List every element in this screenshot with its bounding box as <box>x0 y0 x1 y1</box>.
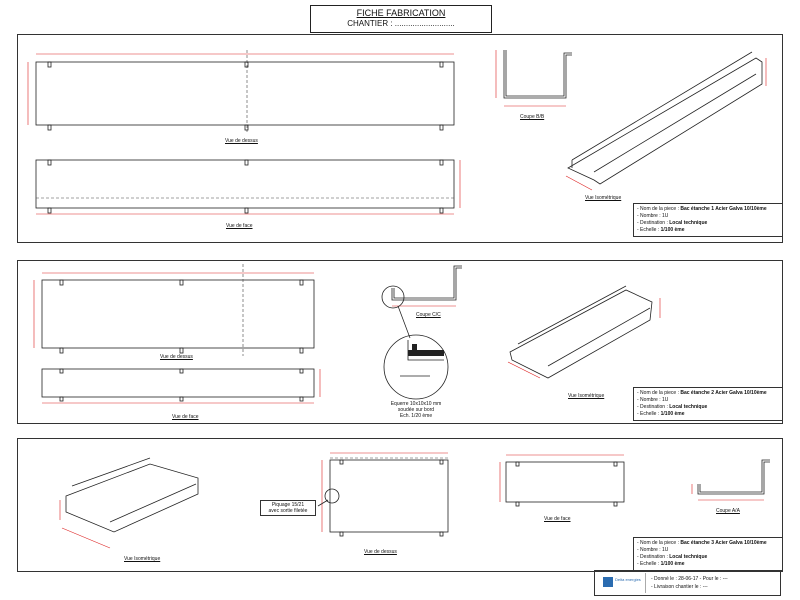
info-quantity: - Nombre : 1U <box>637 397 669 403</box>
sheet3-iso-drawing <box>59 457 199 549</box>
sheet3-info-block: - Nom de la piece : Bac étanche 3 Acier … <box>633 537 783 571</box>
company-logo: Delta energies <box>597 573 646 593</box>
sheet1-iso-label: Vue Isométrique <box>585 195 622 201</box>
footer-date-line: - Donné le : 28-06-17 - Pour le : --- <box>651 576 728 582</box>
info-scale-label: - Echelle : <box>637 561 660 567</box>
info-destination-value: Local technique <box>669 554 708 560</box>
page-title: FICHE FABRICATION <box>356 8 446 18</box>
sheet2-front-view-label: Vue de face <box>172 414 199 420</box>
sheet3-section-drawing <box>691 459 770 501</box>
info-destination-value: Local technique <box>669 220 708 226</box>
footer-delivery-line: - Livraison chantier le : --- <box>651 584 708 590</box>
sheet3-iso-label: Vue Isométrique <box>124 556 161 562</box>
sheet2-section-label: Coupe C/C <box>416 312 441 318</box>
sheet2-iso-drawing <box>507 285 661 379</box>
info-scale-value: 1/100 ème <box>660 227 685 233</box>
sheet2-iso-label: Vue Isométrique <box>568 393 605 399</box>
info-quantity: - Nombre : 1U <box>637 213 669 219</box>
sheet1-front-view-label: Vue de face <box>226 223 253 229</box>
info-scale-value: 1/100 ème <box>660 411 685 417</box>
logo-text: Delta energies <box>615 577 641 582</box>
sheet3-top-view-label: Vue de dessus <box>364 549 397 555</box>
info-name-value: Bac étanche 2 Acier Galva 10/10ème <box>680 390 767 396</box>
footer-block: Delta energies - Donné le : 28-06-17 - P… <box>594 570 781 596</box>
sheet2-front-view-drawing <box>41 368 321 404</box>
footer-text: - Donné le : 28-06-17 - Pour le : --- - … <box>651 575 728 591</box>
site-label: CHANTIER : ........................... <box>347 19 455 28</box>
sheet1-section-drawing <box>495 50 572 107</box>
info-scale-label: - Echelle : <box>637 411 660 417</box>
sheet-2-frame <box>17 260 783 424</box>
info-destination-label: - Destination : <box>637 404 668 410</box>
sheet3-top-view-drawing <box>317 452 449 537</box>
sheet1-iso-drawing <box>565 51 767 191</box>
sheet1-info-block: - Nom de la piece : Bac étanche 1 Acier … <box>633 203 783 237</box>
info-destination-value: Local technique <box>669 404 708 410</box>
sheet3-front-view-label: Vue de face <box>544 516 571 522</box>
info-name-label: - Nom de la piece : <box>637 206 679 212</box>
info-name-value: Bac étanche 3 Acier Galva 10/10ème <box>680 540 767 546</box>
logo-mark-icon <box>603 577 613 587</box>
info-name-label: - Nom de la piece : <box>637 390 679 396</box>
info-name-label: - Nom de la piece : <box>637 540 679 546</box>
sheet2-detail-note: Equerre 10x10x10 mm soudée sur bord Ech.… <box>390 401 442 419</box>
sheet1-front-view-drawing <box>35 159 461 215</box>
info-name-value: Bac étanche 1 Acier Galva 10/10ème <box>680 206 767 212</box>
sheet1-top-view-drawing <box>27 50 455 132</box>
sheet2-section-drawing <box>381 265 462 400</box>
sheet2-top-view-label: Vue de dessus <box>160 354 193 360</box>
info-destination-label: - Destination : <box>637 220 668 226</box>
info-scale-value: 1/100 ème <box>660 561 685 567</box>
info-destination-label: - Destination : <box>637 554 668 560</box>
info-quantity: - Nombre : 1U <box>637 547 669 553</box>
sheet-1-frame <box>17 34 783 243</box>
title-block: FICHE FABRICATION CHANTIER : ...........… <box>310 5 492 33</box>
info-scale-label: - Echelle : <box>637 227 660 233</box>
sheet-3-frame <box>17 438 783 572</box>
sheet3-callout: Piquage 15/21 avec sortie filetée <box>260 500 316 516</box>
sheet2-top-view-drawing <box>33 264 315 356</box>
sheet2-info-block: - Nom de la piece : Bac étanche 2 Acier … <box>633 387 783 421</box>
sheet3-front-view-drawing <box>499 454 625 507</box>
sheet1-top-view-label: Vue de dessus <box>225 138 258 144</box>
sheet1-section-label: Coupe B/B <box>520 114 545 120</box>
sheet3-section-label: Coupe A/A <box>716 508 740 514</box>
